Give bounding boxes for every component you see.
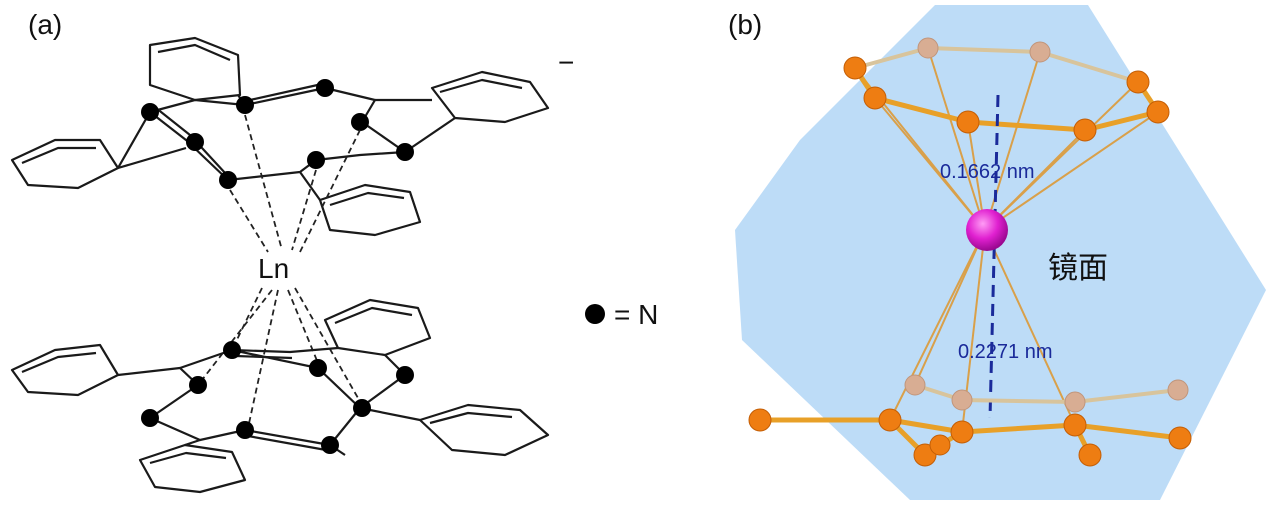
atom: [1168, 426, 1192, 450]
mirror-plane-label: 镜面: [1048, 251, 1108, 286]
panel-b: (b): [728, 5, 1266, 500]
distance-label-bottom: 0.2271 nm: [958, 341, 1053, 363]
atom: [748, 408, 772, 432]
atom: [951, 389, 973, 411]
lower-ring: [748, 374, 1192, 467]
nitrogen-legend: = N: [585, 299, 658, 330]
benzo-ring: [138, 443, 247, 494]
benzo-ring: [148, 36, 242, 102]
nitrogen-atom: [219, 171, 237, 189]
atom: [1126, 70, 1150, 94]
nitrogen-atom: [396, 143, 414, 161]
panel-a: (a) −: [10, 9, 658, 494]
distance-label-top: 0.1662 nm: [940, 161, 1035, 183]
atom: [878, 408, 902, 432]
atom: [1063, 413, 1087, 437]
nitrogen-atom: [186, 133, 204, 151]
nitrogen-atom: [396, 366, 414, 384]
nitrogen-legend-dot: [585, 304, 605, 324]
atom: [904, 374, 926, 396]
charge-label: −: [558, 47, 574, 78]
atom: [917, 37, 939, 59]
nitrogen-atom: [189, 376, 207, 394]
upper-ring: [843, 37, 1170, 142]
atom: [1167, 379, 1189, 401]
atom: [1146, 100, 1170, 124]
legend-text: = N: [614, 299, 658, 330]
panel-b-label: (b): [728, 9, 762, 40]
upper-phthalocyanine: [10, 36, 550, 237]
atom: [1064, 391, 1086, 413]
atom: [913, 443, 937, 467]
atom: [1029, 41, 1051, 63]
atom: [1073, 118, 1097, 142]
metal-center-atom: [966, 209, 1008, 251]
atom: [950, 420, 974, 444]
panel-a-label: (a): [28, 9, 62, 40]
nitrogen-atom: [223, 341, 241, 359]
nitrogen-atom: [307, 151, 325, 169]
nitrogen-atom: [316, 79, 334, 97]
benzo-ring: [318, 183, 422, 237]
nitrogen-atom: [351, 113, 369, 131]
atom: [929, 434, 951, 456]
mirror-plane: [735, 5, 1266, 500]
coordination-bonds: [197, 114, 363, 429]
symmetry-axis: [988, 94, 1000, 419]
nitrogen-atom: [141, 103, 159, 121]
atom: [843, 56, 867, 80]
nitrogen-atom: [236, 421, 254, 439]
metal-label: Ln: [258, 253, 289, 284]
atom: [956, 110, 980, 134]
nitrogen-atom: [321, 436, 339, 454]
nitrogen-atom: [309, 359, 327, 377]
atom: [863, 86, 887, 110]
nitrogen-atom: [141, 409, 159, 427]
nitrogen-atom: [236, 96, 254, 114]
nitrogen-atom: [353, 399, 371, 417]
benzo-ring: [418, 403, 550, 457]
benzo-ring: [430, 70, 550, 124]
lower-phthalocyanine: [10, 298, 550, 494]
atom: [1078, 443, 1102, 467]
